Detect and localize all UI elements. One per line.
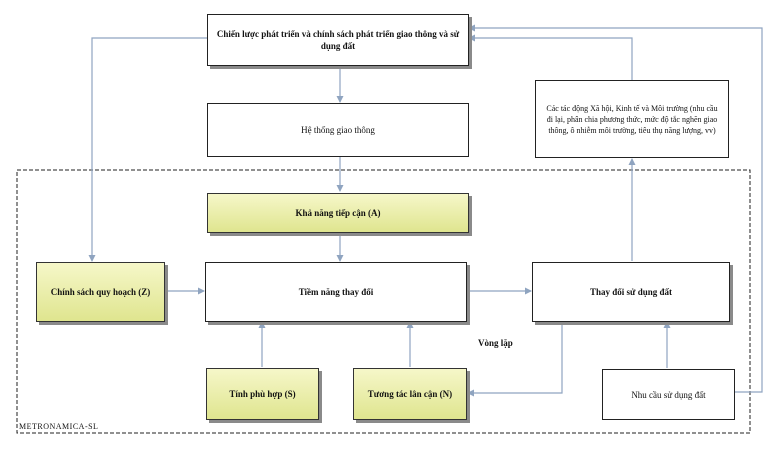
neighborhood-label: Tương tác lân cận (N) [367, 389, 453, 399]
arrow-outer-feedback-strategy [468, 24, 763, 393]
zoning-label: Chính sách quy hoạch (Z) [50, 287, 151, 297]
demand-label: Nhu cầu sử dụng đất [631, 389, 706, 400]
arrow-landuse-neighborhood [467, 321, 563, 397]
landuse-change-label: Thay đổi sử dụng đất [590, 287, 672, 297]
strategy-label: Chiến lược phát triển và chính sách phát… [216, 29, 460, 51]
loop-label: Vòng lặp [478, 338, 513, 348]
suitability-node: Tính phù hợp (S) [206, 368, 319, 420]
arrow-impacts-strategy [468, 34, 633, 80]
impacts-label: Các tác động Xã hội, Kinh tế và Môi trườ… [546, 103, 718, 135]
potential-node: Tiềm năng thay đổi [205, 262, 467, 322]
impacts-node: Các tác động Xã hội, Kinh tế và Môi trườ… [535, 80, 729, 158]
arrow-strategy-zoning [88, 37, 207, 262]
zoning-node: Chính sách quy hoạch (Z) [36, 262, 165, 322]
strategy-node: Chiến lược phát triển và chính sách phát… [207, 14, 469, 66]
demand-node: Nhu cầu sử dụng đất [602, 369, 735, 420]
model-label: METRONAMICA-SL [19, 422, 99, 431]
metronamica-boundary [16, 169, 751, 434]
neighborhood-node: Tương tác lân cận (N) [353, 368, 467, 420]
suitability-label: Tính phù hợp (S) [229, 389, 296, 399]
potential-label: Tiềm năng thay đổi [298, 287, 374, 297]
transport-node: Hệ thống giao thông [207, 103, 469, 157]
accessibility-node: Khả năng tiếp cận (A) [207, 193, 469, 233]
transport-label: Hệ thống giao thông [301, 125, 375, 135]
accessibility-label: Khả năng tiếp cận (A) [295, 208, 381, 218]
landuse-change-node: Thay đổi sử dụng đất [532, 262, 730, 322]
